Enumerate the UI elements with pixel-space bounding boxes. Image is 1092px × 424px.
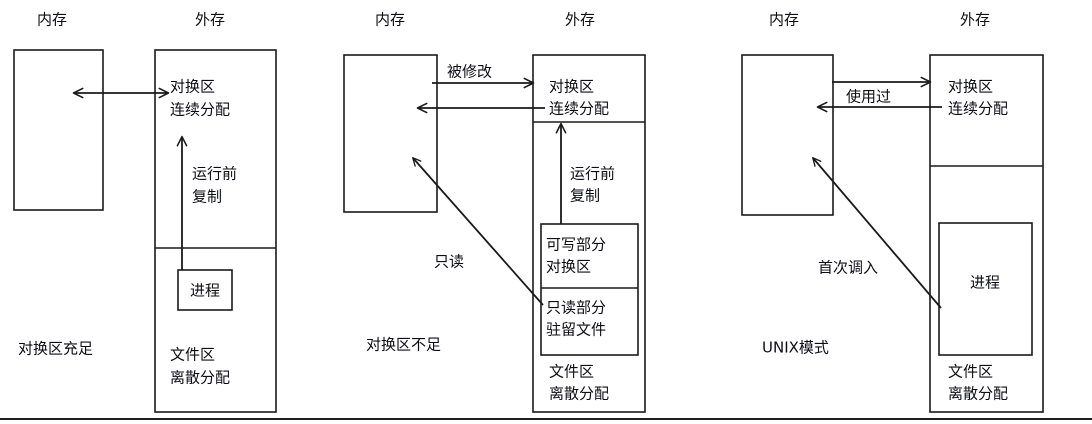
panel2-diagonal-arrow-label: 只读 — [434, 253, 464, 271]
panel1-storage-header: 外存 — [195, 11, 225, 29]
panel1-storage-box — [154, 49, 277, 413]
panel-swap-insufficient: 内存 外存 对换区 连续分配 文件区 离散分配 被修改 可写部分 对换区 只读部… — [343, 11, 646, 413]
panel2-storage-top-label-line2: 连续分配 — [549, 100, 609, 118]
panel2-top-arrow-label: 被修改 — [447, 63, 492, 81]
panel2-memory-header: 内存 — [375, 11, 405, 29]
panel3-top-arrow-label: 使用过 — [846, 88, 891, 106]
panel2-readonly-arrow — [412, 157, 544, 306]
panel2-inner-upper-label-line1: 可写部分 — [546, 236, 606, 254]
panel3-storage-top-label-line2: 连续分配 — [948, 100, 1008, 118]
panel3-storage-top-label-line1: 对换区 — [948, 78, 993, 96]
panel2-copy-label-line2: 复制 — [570, 187, 600, 205]
panel3-process-label: 进程 — [970, 274, 1000, 292]
panel2-storage-bottom-label-line2: 离散分配 — [549, 385, 609, 403]
panel3-memory-header: 内存 — [769, 11, 799, 29]
panel2-caption: 对换区不足 — [366, 336, 441, 354]
panel1-copy-label-line1: 运行前 — [192, 165, 237, 183]
panel2-inner-box — [540, 223, 639, 356]
panel1-memory-box — [13, 49, 104, 211]
panel1-memory-header: 内存 — [37, 11, 67, 29]
panel1-process-label: 进程 — [190, 282, 220, 300]
panel3-storage-bottom-label-line2: 离散分配 — [948, 385, 1008, 403]
panel1-storage-top-label-line2: 连续分配 — [170, 101, 230, 119]
panel1-copy-label-line2: 复制 — [192, 188, 222, 206]
panel-unix-mode: 内存 外存 对换区 连续分配 文件区 离散分配 使用过 进程 首次调入 UNIX… — [741, 11, 1044, 413]
panel3-memory-box — [741, 54, 834, 216]
panel1-storage-bottom-label-line1: 文件区 — [170, 346, 215, 364]
panel1-storage-bottom-label-line2: 离散分配 — [170, 369, 230, 387]
panel3-diagonal-arrow-label: 首次调入 — [818, 259, 878, 277]
panel3-first-load-arrow — [812, 157, 942, 309]
panel3-process-box — [938, 222, 1033, 356]
panel1-caption: 对换区充足 — [18, 340, 93, 358]
panel2-storage-bottom-label-line1: 文件区 — [549, 363, 594, 381]
panel2-copy-label-line1: 运行前 — [570, 165, 615, 183]
panel2-inner-lower-label-line2: 驻留文件 — [546, 321, 606, 339]
panel3-storage-header: 外存 — [960, 11, 990, 29]
panel1-process-box — [177, 269, 233, 311]
panel2-storage-top-label-line1: 对换区 — [549, 78, 594, 96]
panel1-storage-top-label-line1: 对换区 — [170, 78, 215, 96]
panel2-storage-header: 外存 — [565, 11, 595, 29]
panel2-inner-upper-label-line2: 对换区 — [546, 258, 591, 276]
panel-swap-sufficient: 内存 外存 对换区 连续分配 文件区 离散分配 进程 运行前 复制 对换区充足 — [13, 11, 277, 413]
panel3-storage-bottom-label-line1: 文件区 — [948, 363, 993, 381]
panel2-inner-lower-label-line1: 只读部分 — [546, 299, 606, 317]
panel3-caption: UNIX模式 — [762, 339, 829, 357]
panel2-memory-box — [343, 54, 438, 213]
